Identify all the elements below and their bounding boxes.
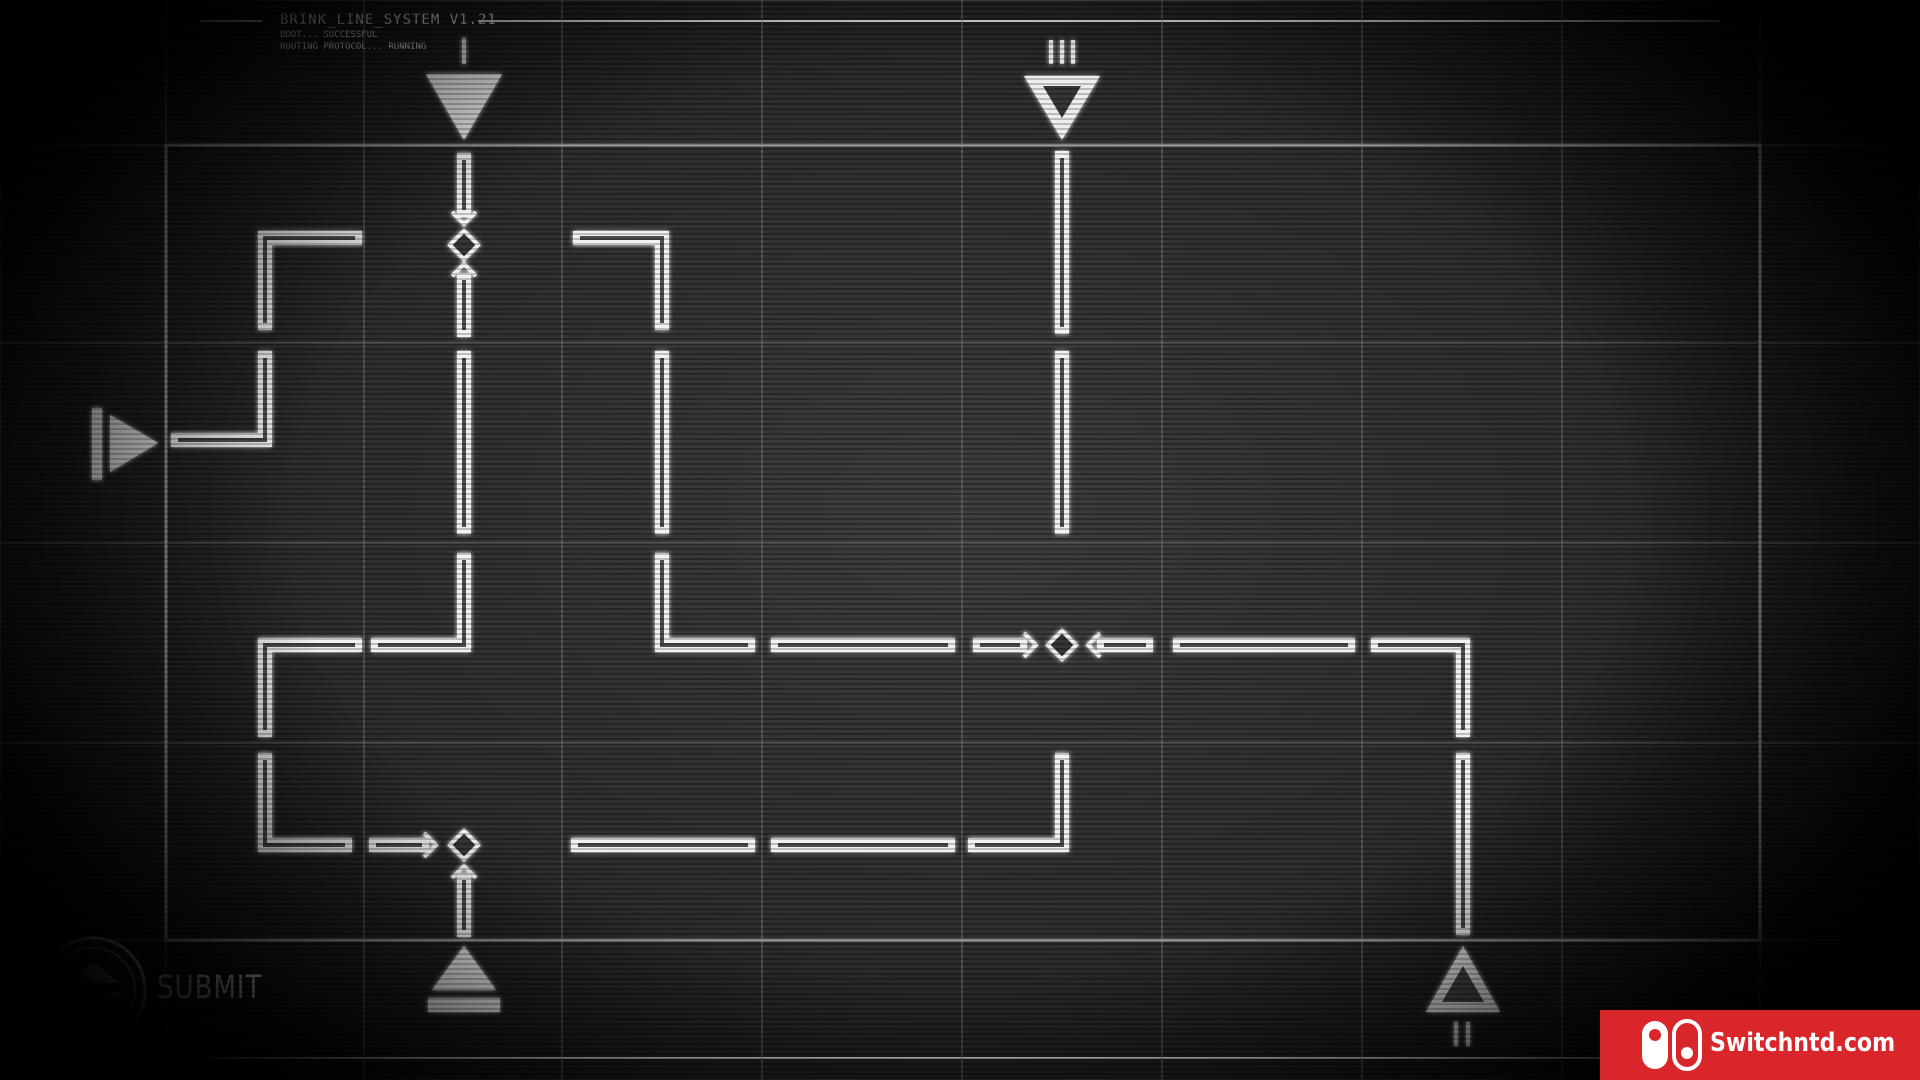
pipe-elbow[interactable]: [371, 553, 471, 652]
output-port-2-icon: [1426, 946, 1500, 1046]
pipe-elbow[interactable]: [258, 231, 362, 330]
pipe-elbow[interactable]: [1371, 638, 1470, 737]
pipe-elbow[interactable]: [573, 231, 669, 330]
output-port-3-icon: [1024, 40, 1100, 140]
watermark-badge: Switchntd.com: [1600, 1010, 1920, 1080]
submit-label[interactable]: SUBMIT: [157, 968, 263, 1006]
boot-status: BOOT... SUCCESSFUL: [280, 30, 378, 40]
input-port-left-icon: [92, 408, 158, 480]
watermark-text: Switchntd.com: [1710, 1028, 1896, 1058]
junction-node[interactable]: [447, 828, 481, 862]
submit-button-icon[interactable]: [39, 936, 147, 1060]
pipe-elbow[interactable]: [258, 753, 352, 852]
pipe-elbow[interactable]: [171, 351, 272, 447]
system-title: BRINK_LINE_SYSTEM V1.21: [280, 12, 497, 28]
routing-status: ROUTING PROTOCOL... RUNNING: [280, 42, 427, 52]
junction-node[interactable]: [1045, 628, 1079, 662]
pipe-elbow[interactable]: [968, 753, 1069, 852]
nintendo-switch-logo-icon: [1642, 1019, 1702, 1071]
junction-node[interactable]: [447, 228, 481, 262]
pipe-elbow[interactable]: [258, 638, 362, 737]
input-port-bottom-left-icon: [428, 946, 500, 1012]
output-port-1-icon: [426, 38, 502, 140]
pipe-elbow[interactable]: [655, 553, 755, 652]
